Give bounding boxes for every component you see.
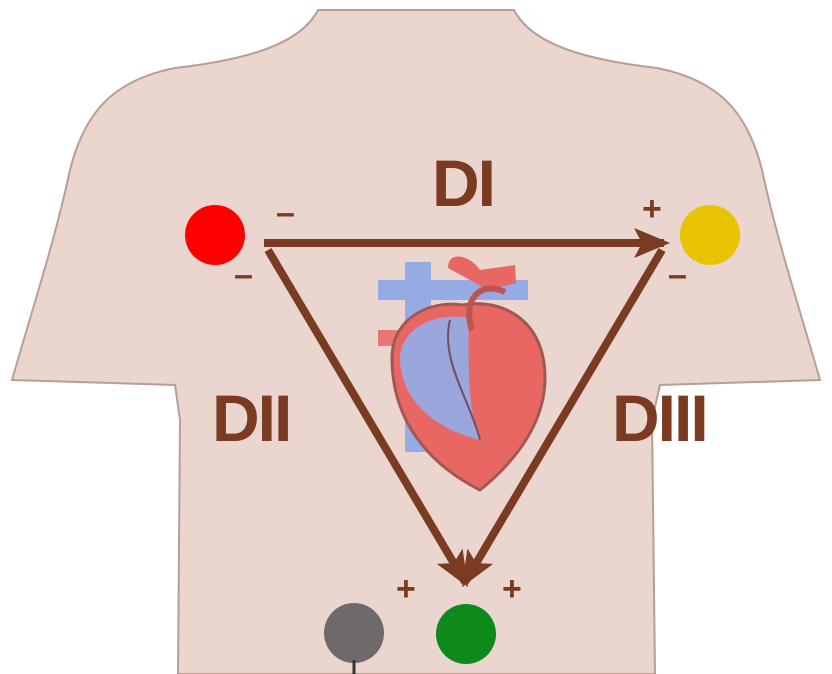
- left-leg-electrode-icon: [436, 604, 496, 664]
- lead-dii-label: DII: [212, 385, 290, 451]
- right-arm-negative-sign-di: –: [276, 196, 295, 230]
- left-arm-positive-sign-di: +: [642, 192, 662, 226]
- left-arm-electrode-icon: [680, 205, 740, 265]
- lead-di-label: DI: [432, 150, 494, 216]
- left-leg-positive-sign-dii: +: [396, 572, 416, 606]
- right-arm-negative-sign-dii: –: [234, 258, 253, 292]
- lead-diii-label: DIII: [612, 385, 707, 451]
- left-arm-negative-sign-diii: –: [668, 258, 687, 292]
- left-leg-positive-sign-diii: +: [502, 572, 522, 606]
